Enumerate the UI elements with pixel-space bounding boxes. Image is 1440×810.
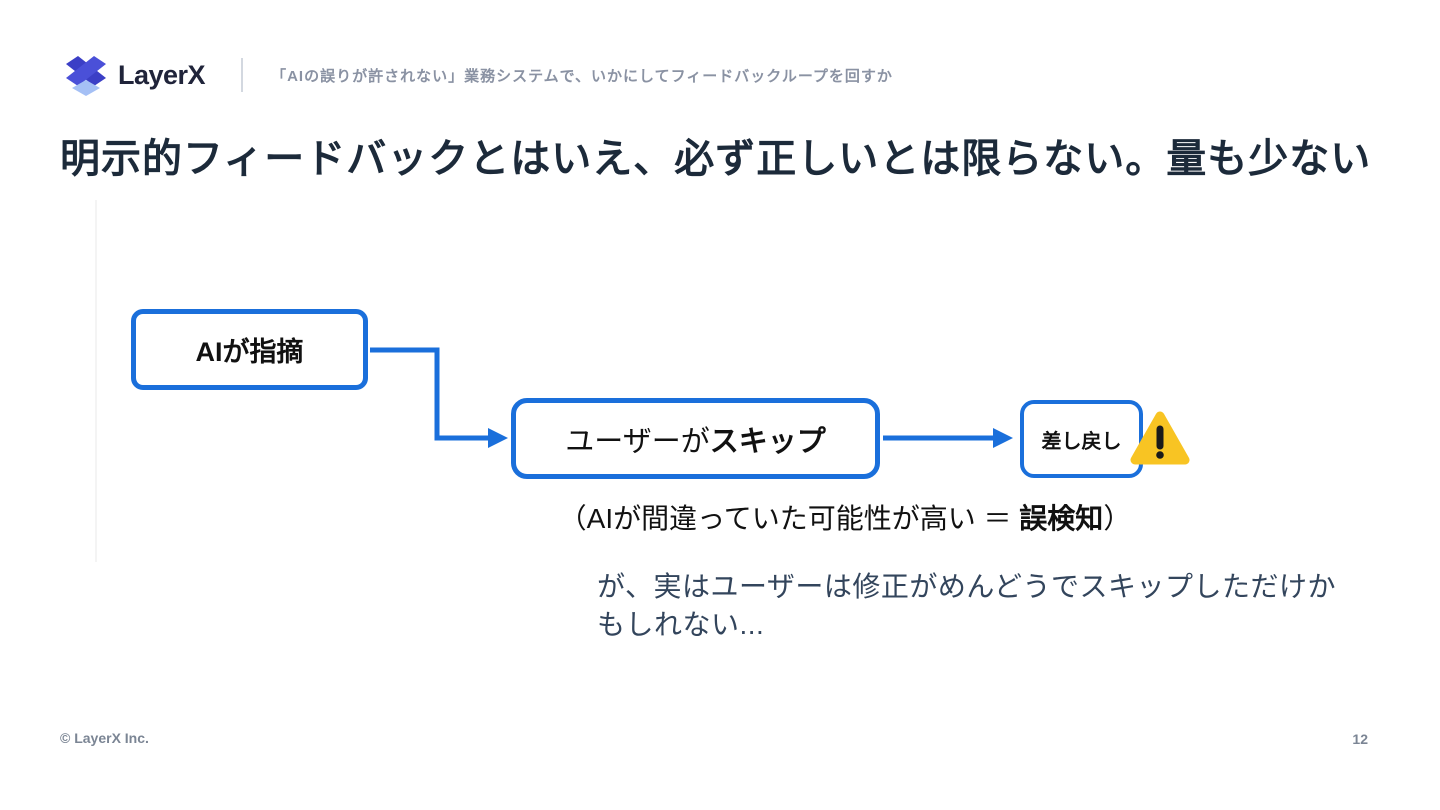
caption-text: （AIが間違っていた可能性が高い ＝ <box>558 503 1020 534</box>
note-line-1: が、実はユーザーは修正がめんどうでスキップしただけか <box>597 571 1337 602</box>
flow-box-ai-points-out: AIが指摘 <box>131 309 368 390</box>
page-number: 12 <box>1352 731 1368 747</box>
flow-box-user-label-bold: スキップ <box>709 425 826 458</box>
diagram-caption: （AIが間違っていた可能性が高い ＝ 誤検知） <box>520 497 1170 537</box>
flow-box-send-back: 差し戻し <box>1020 400 1143 478</box>
arrow-ai-to-user <box>370 347 508 448</box>
presentation-subtitle: 「AIの誤りが許されない」業務システムで、いかにしてフィードバックループを回すか <box>271 67 893 85</box>
diagram-note: が、実はユーザーは修正がめんどうでスキップしただけか もしれない... <box>597 568 1357 644</box>
caption-bold-text: 誤検知 <box>1019 503 1104 534</box>
warning-triangle-icon <box>1130 410 1190 468</box>
layerx-logo-icon <box>66 56 106 96</box>
diagram-left-edge-line <box>95 200 97 562</box>
flow-box-send-back-label: 差し戻し <box>1041 430 1122 453</box>
caption-closing-paren: ） <box>1103 503 1132 534</box>
copyright-notice: © LayerX Inc. <box>60 730 149 746</box>
flow-box-ai-label: AIが指摘 <box>195 337 304 367</box>
page-title: 明示的フィードバックとはいえ、必ず正しいとは限らない。量も少ない <box>60 137 1372 181</box>
logo-wordmark: LayerX <box>118 59 206 90</box>
note-line-2: もしれない... <box>597 609 765 640</box>
flow-box-user-skips: ユーザーがスキップ <box>511 398 880 479</box>
header-divider <box>241 58 244 92</box>
flow-box-user-label-prefix: ユーザーが <box>565 425 710 458</box>
slide-header: LayerX 「AIの誤りが許されない」業務システムで、いかにしてフィードバック… <box>62 52 893 98</box>
